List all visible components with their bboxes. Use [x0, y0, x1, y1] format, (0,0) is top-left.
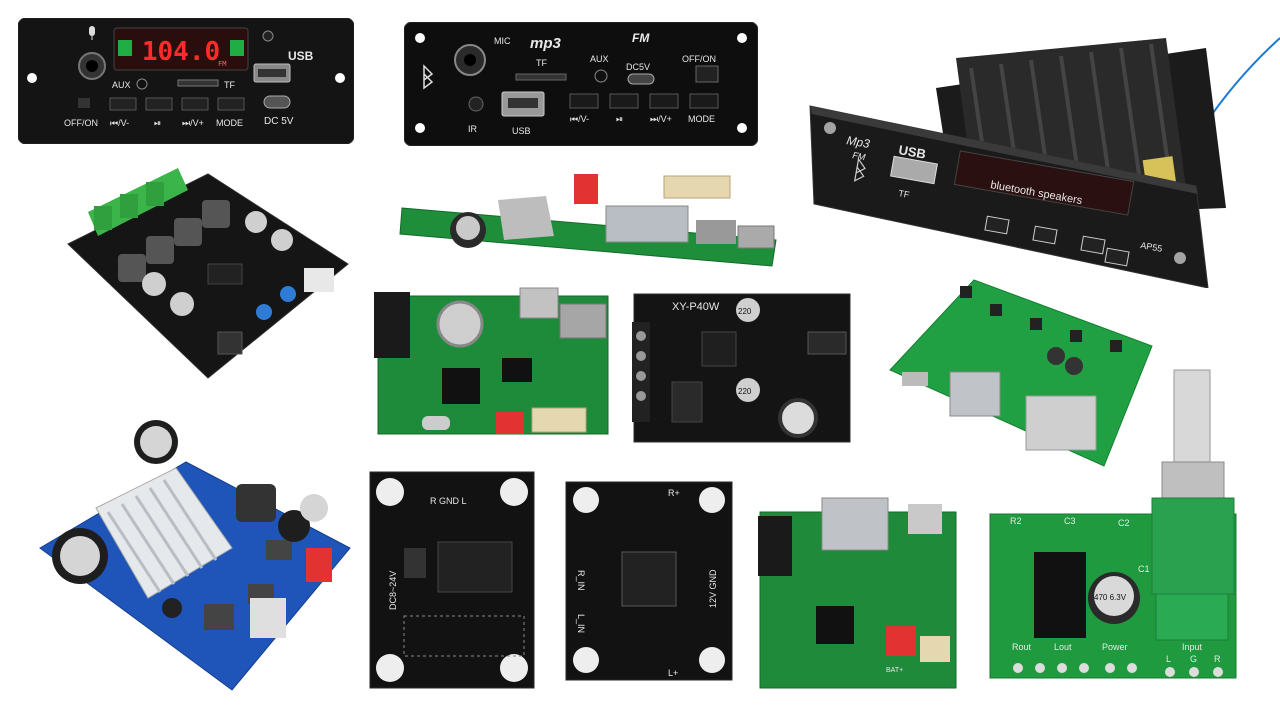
usb-label: USB [512, 126, 531, 136]
mp3-fm-panel-module: 104.0 FM USB DC 5V AUX TF OFF/ON ⏮/V- ⏯ … [17, 17, 355, 145]
r-gnd-l-label: R GND L [430, 496, 467, 506]
mode-label: MODE [216, 118, 243, 128]
usb-label: USB [288, 49, 314, 63]
mp3-logo: mp3 [530, 35, 562, 52]
display-fm-label: FM [218, 60, 226, 68]
heatsink [95, 467, 233, 599]
model-label: AP55 [1140, 240, 1163, 254]
green-bluetooth-audio-jack-board [372, 284, 616, 440]
tf-label: TF [536, 58, 547, 68]
xy-p40w-amp-board: XY-P40W 220 220 [632, 292, 852, 444]
ir-label: IR [468, 124, 478, 134]
capacitor-label: 470 6.3V [1094, 593, 1127, 602]
r2-label: R2 [1010, 516, 1022, 526]
potentiometer [1151, 369, 1235, 595]
microphone-icon [89, 26, 95, 40]
capacitor-label-2: 220 [738, 387, 752, 396]
black-amp-board-dc8-24v: R GND L DC8~24V [368, 470, 536, 690]
dc-5v-label: DC 5V [264, 116, 294, 127]
g-pin-label: G [1190, 654, 1197, 664]
prev-vol-down-label: ⏮/V- [110, 118, 129, 128]
mic-label: MIC [494, 36, 511, 46]
l-in-label: L_IN [576, 614, 586, 633]
off-on-label: OFF/ON [64, 118, 98, 128]
bat-plus-label: BAT+ [886, 667, 903, 674]
small-green-usb-jack-board: BAT+ [756, 496, 962, 692]
green-control-button-board [880, 276, 1156, 468]
off-on-label: OFF/ON [682, 54, 716, 64]
play-pause-label: ⏯ [154, 118, 161, 128]
green-amp-board-potentiometer: 470 6.3V R2 C3 C2 C1 Rout Lout Power Inp… [988, 366, 1238, 682]
blue-amp-board-heatsink [36, 408, 354, 692]
fm-frequency-display: 104.0 [142, 37, 220, 67]
aux-label: AUX [590, 54, 609, 64]
l-pin-label: L [1166, 654, 1171, 664]
mp3-logo: Mp3 [845, 133, 871, 151]
c3-label: C3 [1064, 516, 1076, 526]
bluetooth-speaker-amp-panel: Mp3 FM USB TF bluetooth speakers AP55 [806, 18, 1280, 289]
green-bluetooth-usb-board [396, 170, 786, 274]
usb-label: USB [897, 142, 927, 162]
mode-label: MODE [688, 114, 715, 124]
power-label: Power [1102, 642, 1128, 652]
lout-label: Lout [1054, 642, 1072, 652]
black-amp-board-r-l-input: R+ R_IN L_IN 12V GND L+ [564, 480, 734, 682]
prev-vol-down-label: ⏮/V- [570, 114, 589, 124]
model-label: XY-P40W [672, 301, 720, 313]
voltage-label: DC8~24V [388, 571, 398, 610]
bluetooth-icon [423, 64, 434, 90]
input-label: Input [1182, 642, 1203, 652]
next-vol-up-label: ⏭/V+ [650, 114, 672, 124]
bluetooth-icon [853, 157, 866, 182]
play-pause-label: ⏯ [616, 114, 623, 124]
r-in-label: R_IN [576, 570, 586, 591]
next-vol-up-label: ⏭/V+ [182, 118, 204, 128]
c2-label: C2 [1118, 518, 1130, 528]
mp3-bluetooth-panel-module: MIC mp3 FM TF AUX DC5V OFF/ON IR USB ⏮/V… [403, 21, 759, 147]
black-amp-board-green-terminals [58, 164, 354, 384]
fm-logo: FM [852, 150, 867, 162]
rout-label: Rout [1012, 642, 1032, 652]
aux-label: AUX [112, 80, 131, 90]
capacitor-label-1: 220 [738, 307, 752, 316]
fm-logo: FM [632, 31, 650, 45]
r-plus-label: R+ [668, 488, 680, 498]
tf-label: TF [224, 80, 235, 90]
c1-label: C1 [1138, 564, 1150, 574]
dc-5v-label: DC5V [626, 62, 650, 72]
12v-gnd-label: 12V GND [708, 569, 718, 608]
r-pin-label: R [1214, 654, 1221, 664]
l-plus-label: L+ [668, 668, 678, 678]
tf-label: TF [898, 188, 911, 200]
